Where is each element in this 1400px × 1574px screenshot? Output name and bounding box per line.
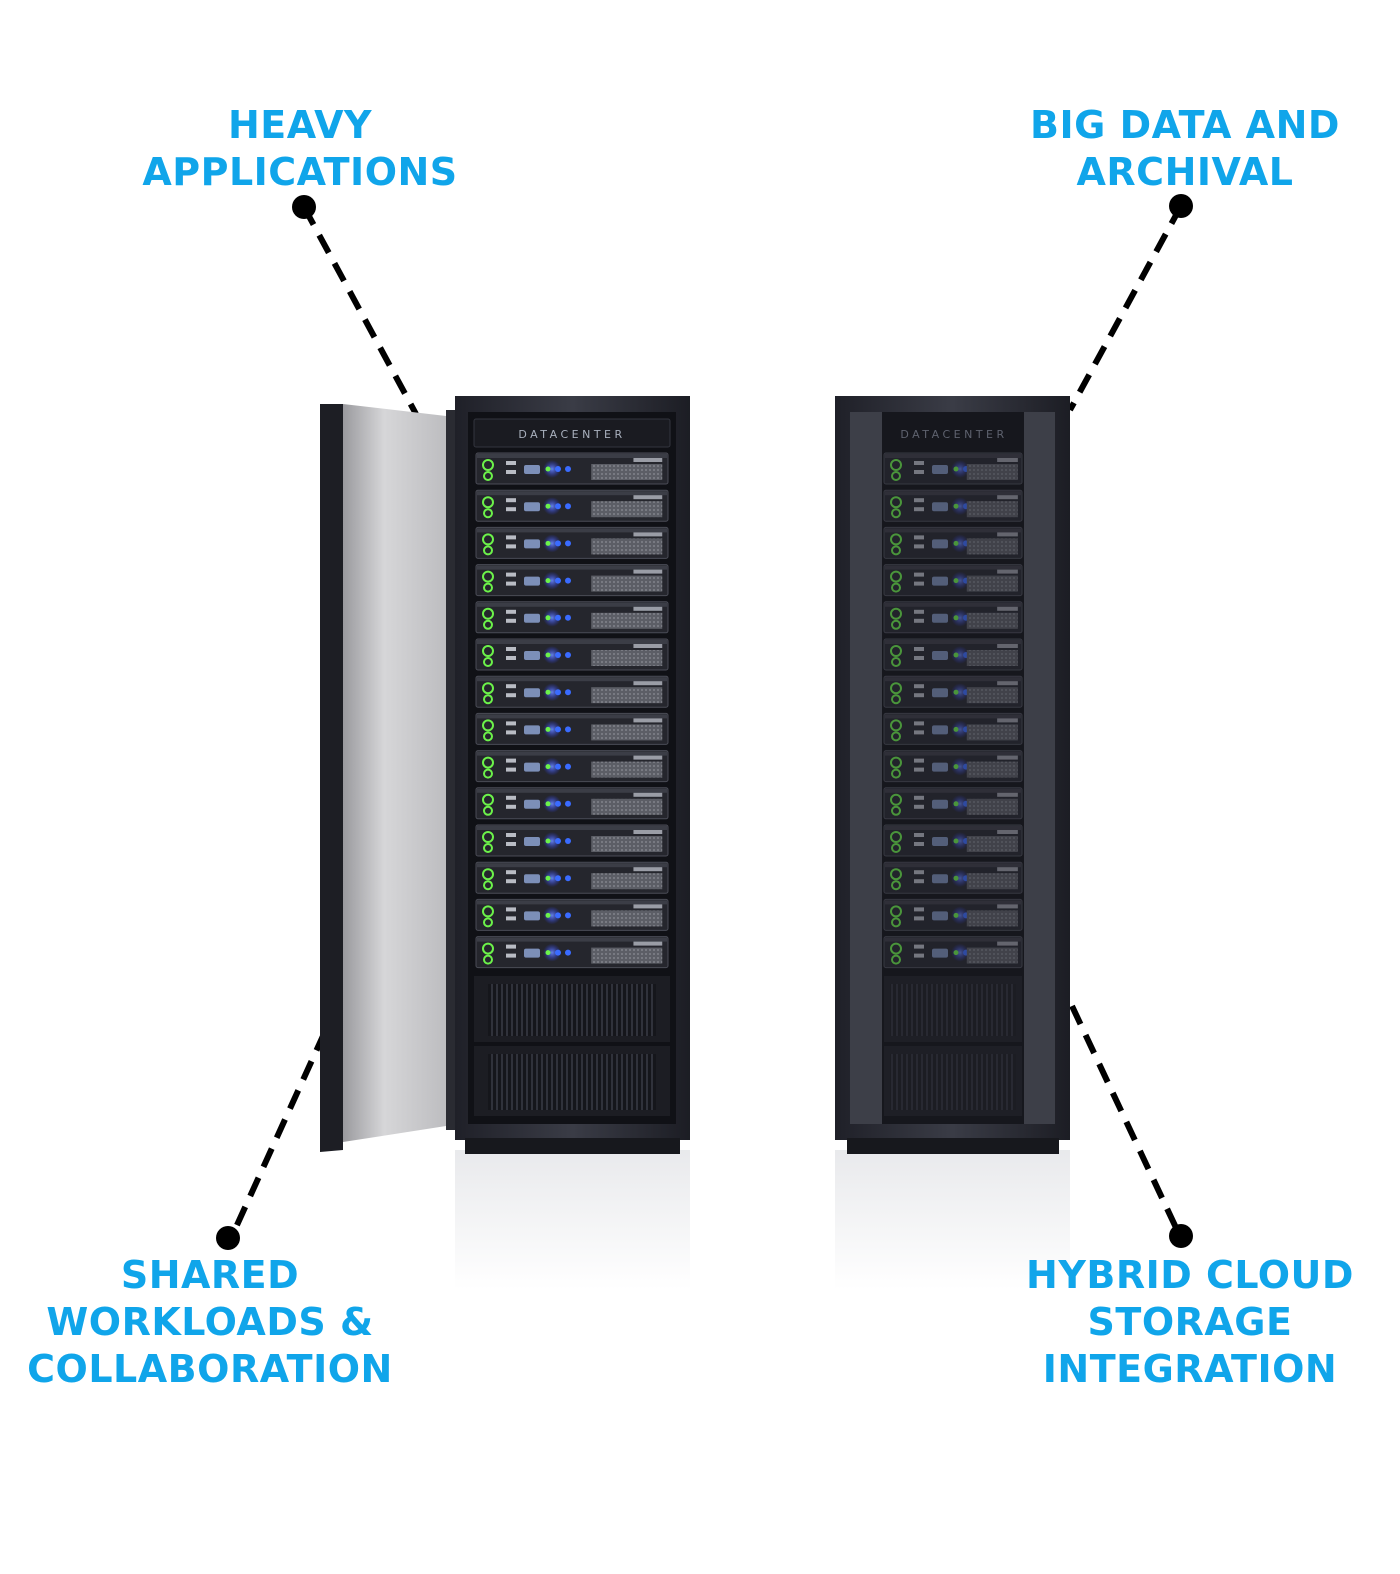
rack-title-right: DATACENTER bbox=[900, 428, 1007, 441]
server-unit bbox=[475, 898, 669, 931]
label-shared-workloads: SHARED WORKLOADS & COLLABORATION bbox=[10, 1252, 410, 1393]
server-rack-open: DATACENTER bbox=[320, 396, 690, 1154]
server-unit bbox=[475, 489, 669, 522]
server-unit bbox=[883, 861, 1023, 894]
server-unit bbox=[475, 675, 669, 708]
server-unit bbox=[883, 898, 1023, 931]
label-line: SHARED bbox=[120, 1253, 300, 1297]
label-big-data-archival: BIG DATA AND ARCHIVAL bbox=[1010, 102, 1360, 196]
server-unit bbox=[475, 452, 669, 485]
label-line: HYBRID CLOUD bbox=[1026, 1253, 1354, 1297]
server-unit bbox=[883, 824, 1023, 857]
connector-dot-bottom-right bbox=[1169, 1224, 1193, 1248]
label-heavy-applications: HEAVY APPLICATIONS bbox=[120, 102, 480, 196]
connector-top-left bbox=[301, 205, 419, 416]
floor-reflection-right bbox=[835, 1150, 1070, 1290]
server-unit bbox=[475, 712, 669, 745]
server-unit bbox=[475, 750, 669, 783]
label-line: BIG DATA AND bbox=[1030, 103, 1340, 147]
label-line: INTEGRATION bbox=[1042, 1347, 1338, 1391]
floor-reflection-left bbox=[455, 1150, 690, 1290]
connector-bottom-right bbox=[1069, 1004, 1181, 1234]
server-unit bbox=[883, 601, 1023, 634]
server-rack-closed: DATACENTER bbox=[835, 396, 1070, 1154]
label-line: STORAGE bbox=[1087, 1300, 1293, 1344]
server-unit bbox=[475, 564, 669, 597]
server-unit bbox=[883, 936, 1023, 969]
server-unit bbox=[883, 564, 1023, 597]
server-unit bbox=[883, 712, 1023, 745]
label-line: HEAVY bbox=[227, 103, 373, 147]
server-unit bbox=[883, 675, 1023, 708]
server-unit bbox=[475, 787, 669, 820]
label-line: COLLABORATION bbox=[27, 1347, 393, 1391]
server-unit bbox=[883, 452, 1023, 485]
server-unit bbox=[475, 526, 669, 559]
connector-top-right bbox=[1067, 204, 1184, 412]
label-line: ARCHIVAL bbox=[1076, 150, 1294, 194]
server-unit bbox=[883, 750, 1023, 783]
server-unit bbox=[883, 638, 1023, 671]
server-unit bbox=[883, 489, 1023, 522]
label-line: WORKLOADS & bbox=[46, 1300, 374, 1344]
server-unit bbox=[475, 824, 669, 857]
connector-dot-top-left bbox=[292, 195, 316, 219]
rack-title-left: DATACENTER bbox=[518, 428, 625, 441]
connector-dot-bottom-left bbox=[216, 1226, 240, 1250]
server-unit bbox=[475, 601, 669, 634]
server-unit bbox=[883, 526, 1023, 559]
server-unit bbox=[475, 936, 669, 969]
server-unit bbox=[475, 861, 669, 894]
label-line: APPLICATIONS bbox=[142, 150, 458, 194]
rack-door bbox=[320, 404, 343, 1152]
connector-dot-top-right bbox=[1169, 194, 1193, 218]
label-hybrid-cloud: HYBRID CLOUD STORAGE INTEGRATION bbox=[1000, 1252, 1380, 1393]
server-unit bbox=[883, 787, 1023, 820]
server-unit bbox=[475, 638, 669, 671]
